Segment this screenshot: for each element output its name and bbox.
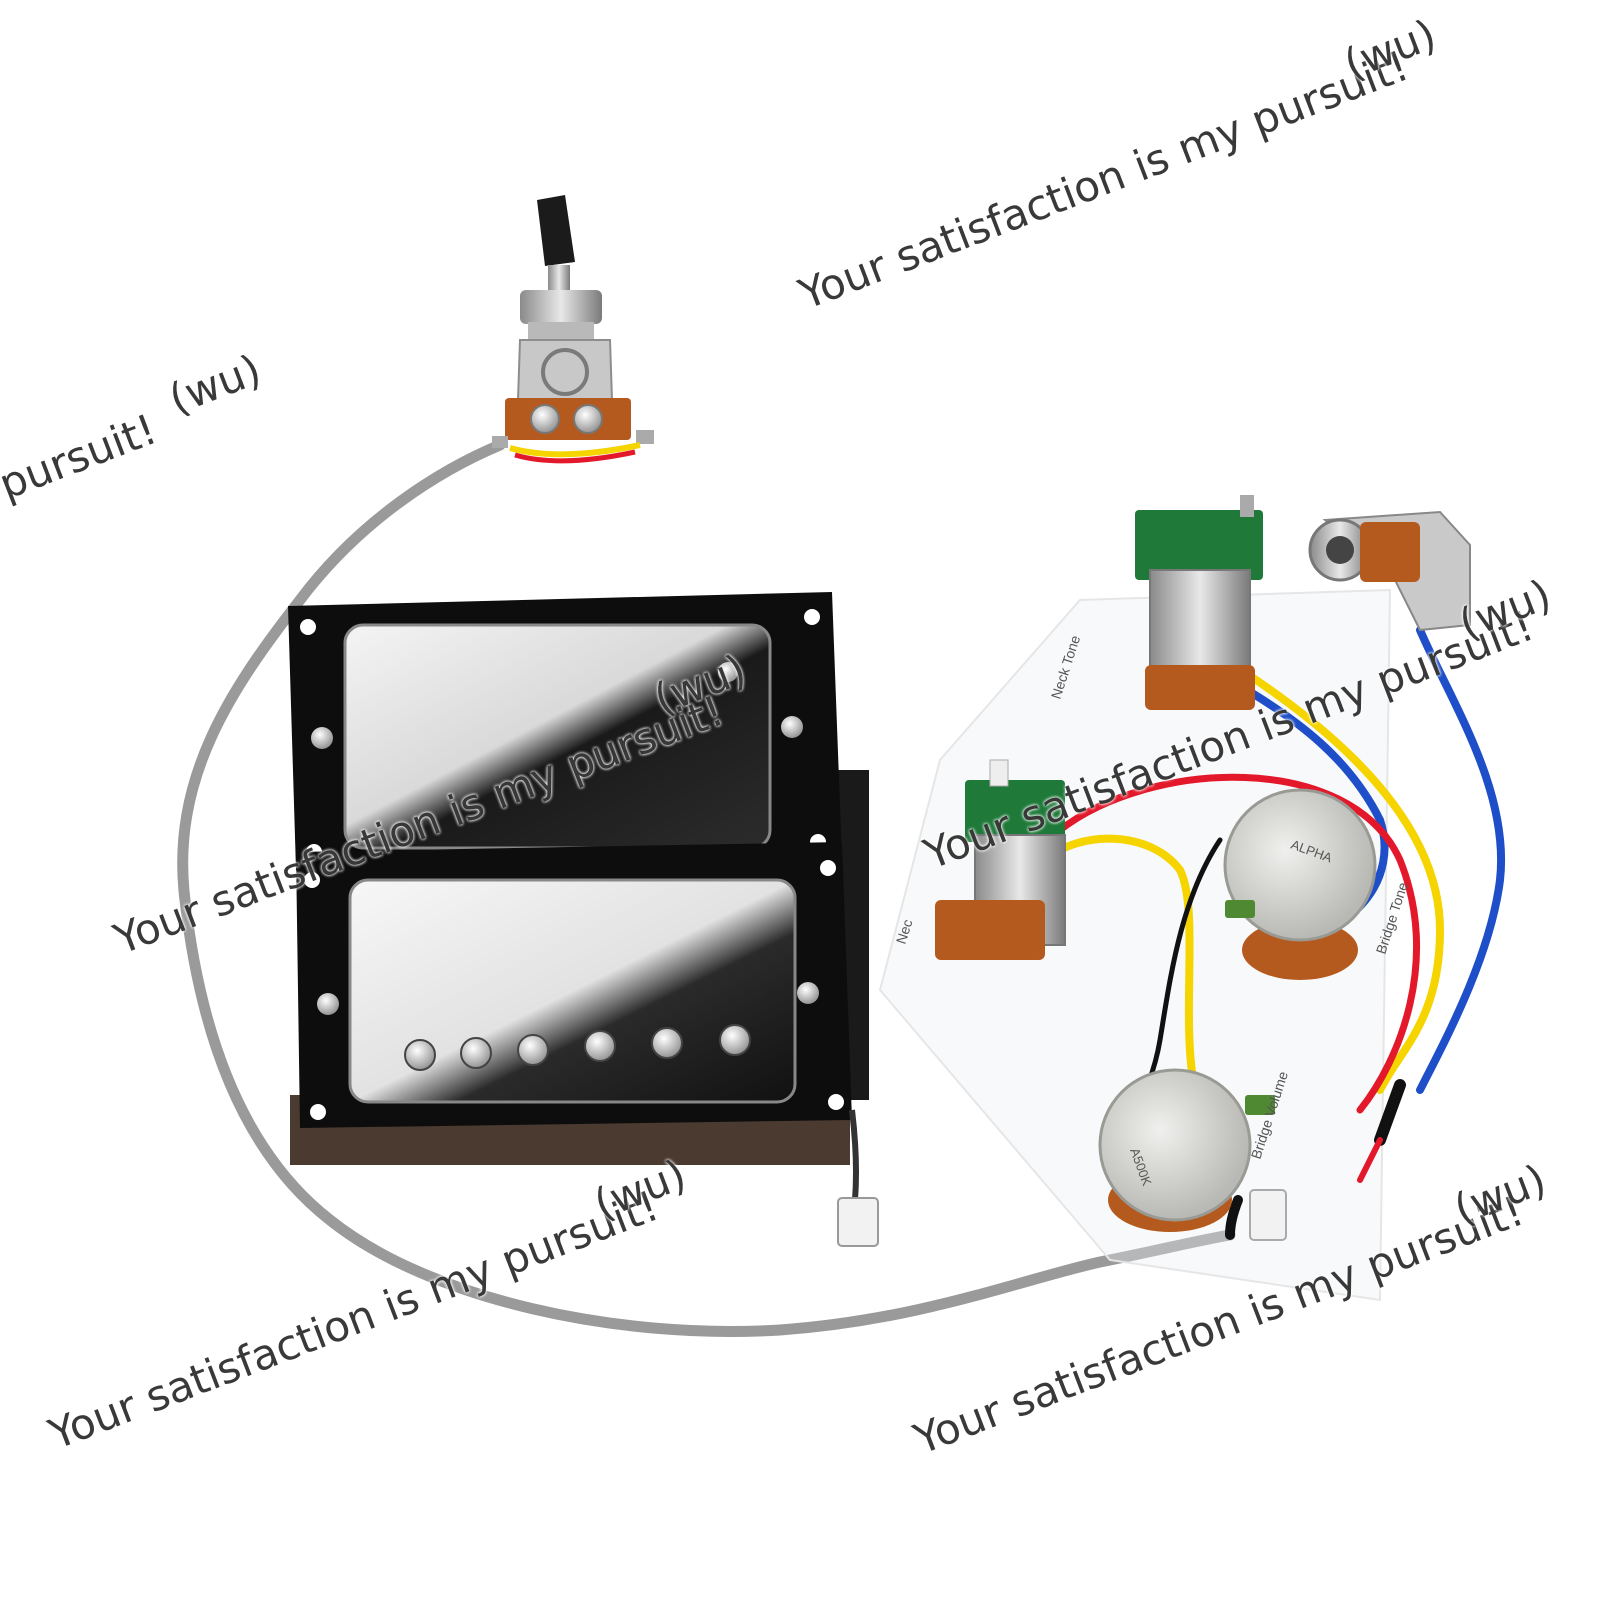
neck-volume-label: Nec xyxy=(893,917,916,946)
humbucker-pickups xyxy=(288,592,879,1247)
bridge-tone-pot: ALPHA xyxy=(1223,788,1377,980)
harness-connector xyxy=(1249,1189,1287,1241)
neck-pickup xyxy=(288,592,842,870)
pickup-connector xyxy=(837,1197,879,1247)
toggle-switch xyxy=(492,195,654,464)
switch-board xyxy=(505,398,631,440)
toggle-tip xyxy=(537,195,575,266)
neck-volume-pot xyxy=(935,759,1066,960)
output-jack xyxy=(1308,510,1471,632)
shielded-cable xyxy=(177,439,1236,1337)
neck-tone-pot xyxy=(1135,495,1263,710)
bridge-volume-pot: A500K xyxy=(1098,1068,1287,1241)
bridge-pickup xyxy=(296,842,852,1128)
heat-shrink xyxy=(1374,1079,1406,1146)
pole-pieces xyxy=(404,1024,751,1071)
